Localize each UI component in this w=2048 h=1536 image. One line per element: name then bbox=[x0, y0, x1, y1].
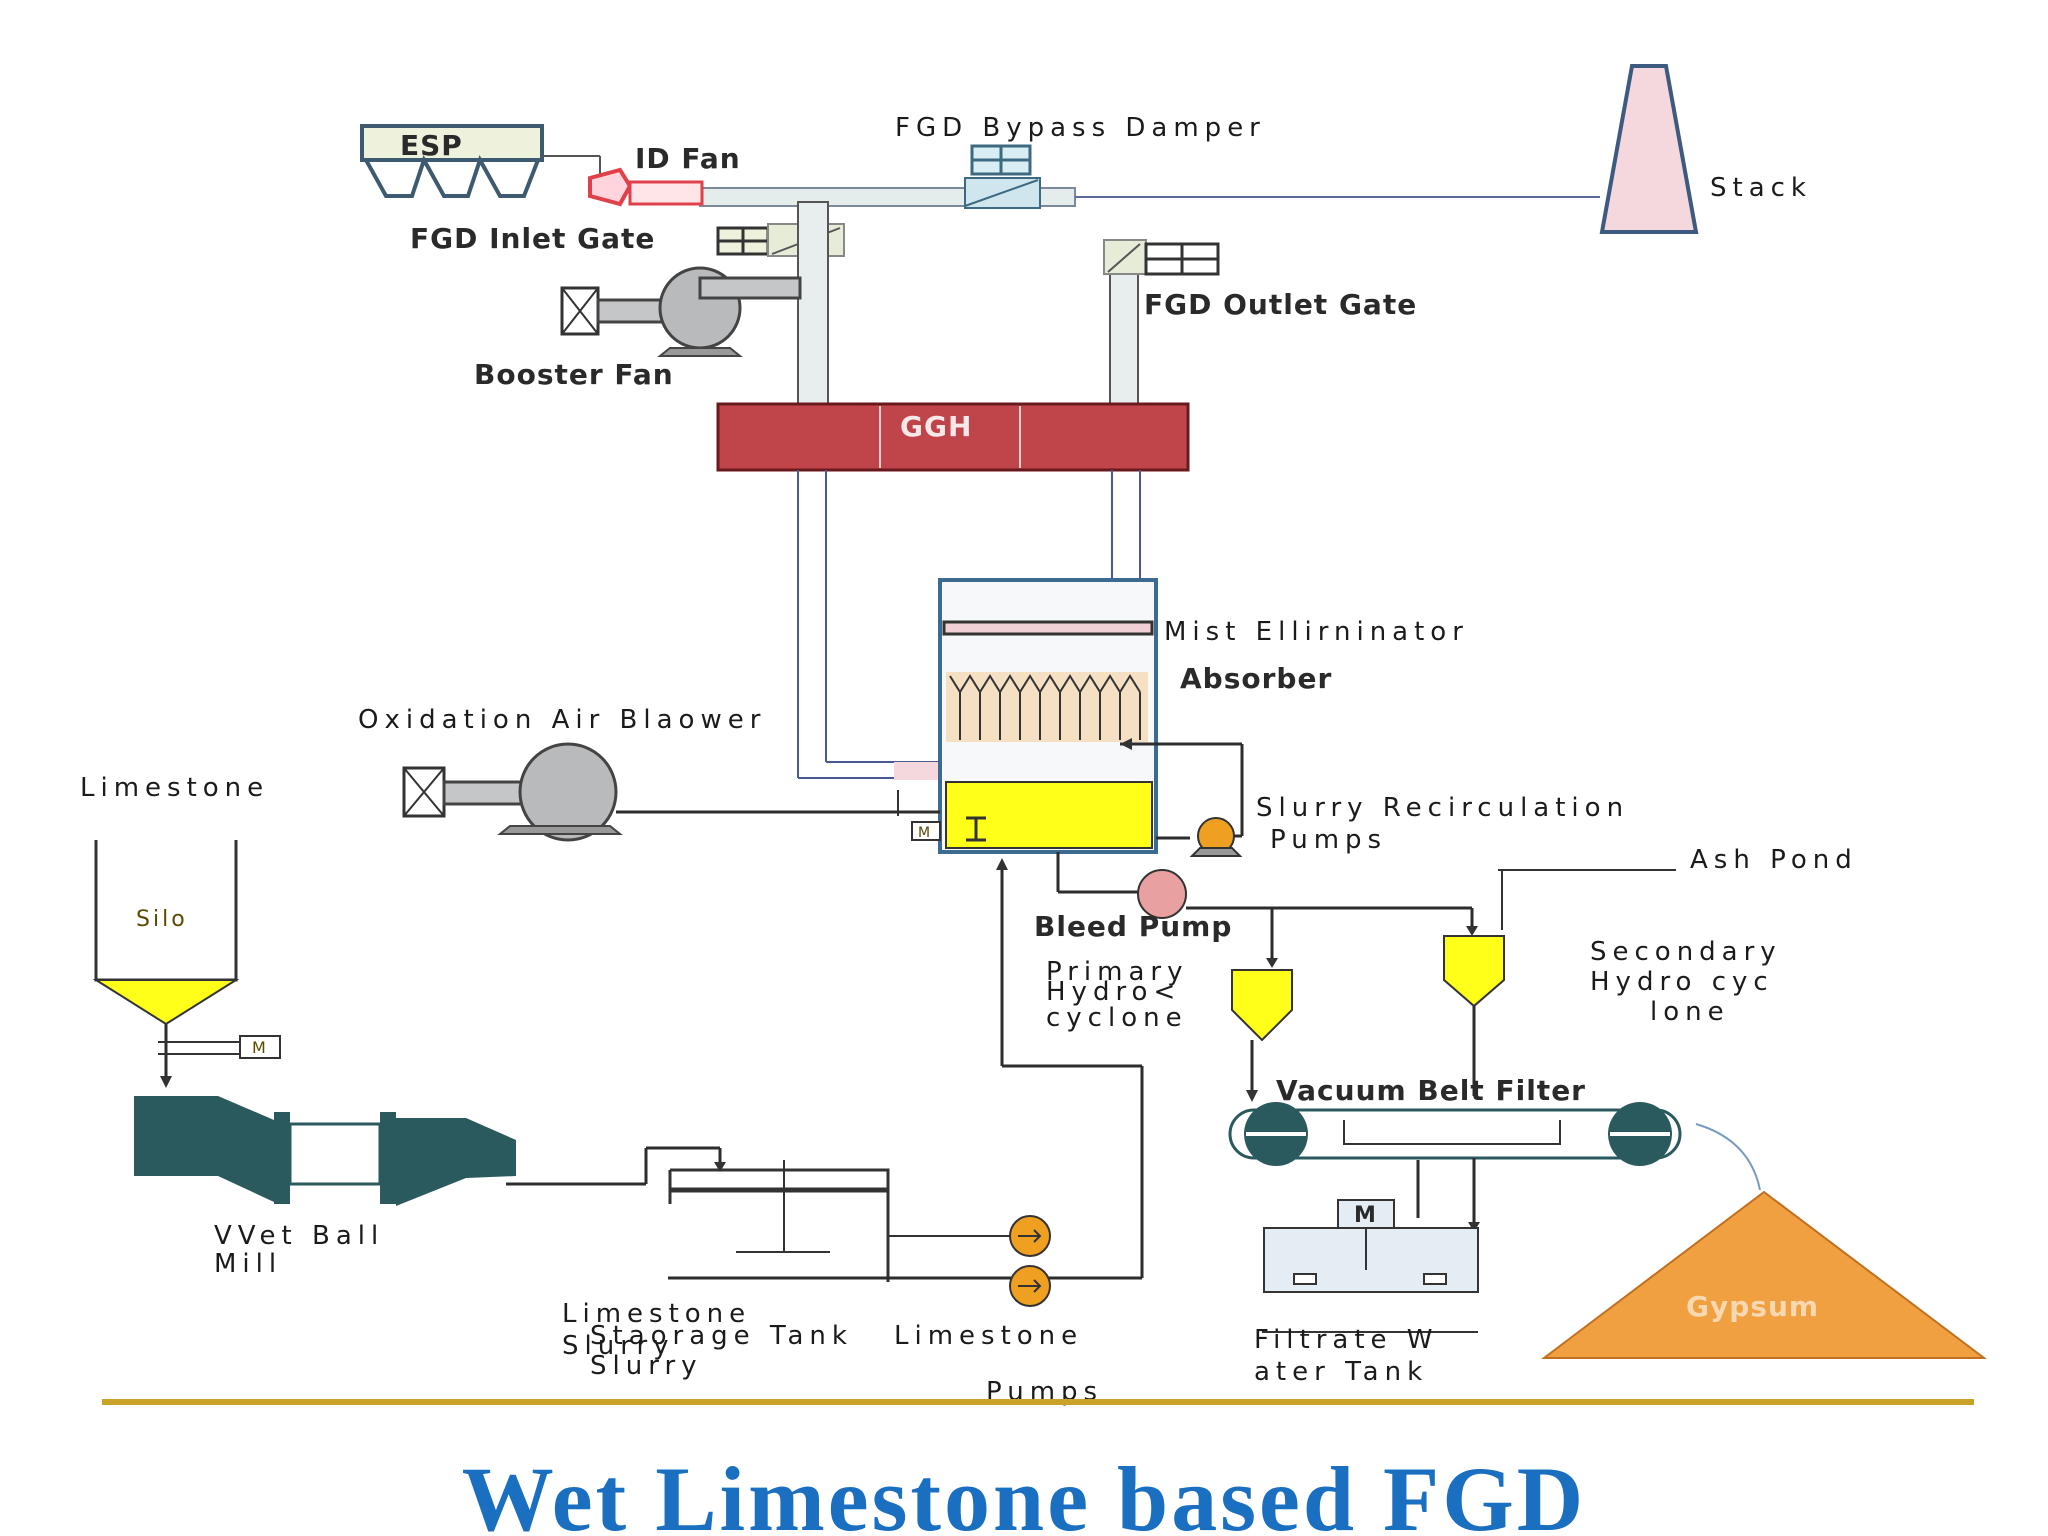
id-fan: ID Fan bbox=[588, 142, 741, 207]
stack-label: Stack bbox=[1710, 173, 1812, 203]
gypsum-pile: Gypsum bbox=[1541, 1190, 1987, 1359]
limestone-label: Limestone bbox=[80, 773, 269, 803]
silo-label: Silo bbox=[136, 907, 188, 932]
booster-fan-label: Booster Fan bbox=[474, 358, 674, 391]
esp-unit: ESP bbox=[360, 124, 601, 198]
filtrate-label-2: ater Tank bbox=[1254, 1357, 1428, 1387]
absorber-agitator: M bbox=[897, 790, 986, 842]
secondary-label-2: Hydro cyc bbox=[1590, 967, 1774, 997]
primary-hydrocyclone: Primary Hydro< cyclone bbox=[1046, 957, 1293, 1102]
main-flue-duct bbox=[699, 187, 1600, 207]
ash-pond-label: Ash Pond bbox=[1690, 845, 1858, 875]
stack: Stack bbox=[1599, 64, 1812, 234]
mill-to-storage-line bbox=[506, 1146, 726, 1186]
primary-label-1: Primary bbox=[1046, 957, 1188, 987]
absorber-label: Absorber bbox=[1180, 662, 1332, 695]
diagram-title: Wet Limestone based FGD bbox=[462, 1448, 1586, 1536]
inlet-gate-label: FGD Inlet Gate bbox=[410, 222, 655, 255]
wet-ball-mill: VVet Ball Mill bbox=[134, 1096, 516, 1279]
ash-pond: Ash Pond bbox=[1498, 845, 1858, 930]
limestone-storage-tank: Limestone Staorage Tank Slurry Slurry bbox=[562, 1160, 1142, 1381]
oxidation-blower-label: Oxidation Air Blaower bbox=[358, 705, 766, 735]
silo-motor-label: M bbox=[252, 1038, 266, 1057]
inlet-gate: FGD Inlet Gate bbox=[410, 222, 845, 257]
outlet-gate: FGD Outlet Gate bbox=[1103, 239, 1417, 321]
ggh-heat-exchanger: GGH bbox=[716, 402, 1190, 472]
slurry-pumps-label-1: Slurry Recirculation bbox=[1256, 793, 1629, 823]
storage-label-2: Staorage Tank bbox=[590, 1321, 853, 1351]
mist-eliminator-label: Mist Ellirninator bbox=[1164, 617, 1469, 647]
limestone-silo: Limestone Silo M bbox=[80, 773, 281, 1088]
outlet-gate-label: FGD Outlet Gate bbox=[1144, 288, 1417, 321]
filtrate-label-1: Filtrate W bbox=[1254, 1325, 1439, 1355]
secondary-hydrocyclone: Secondary Hydro cyc lone bbox=[1443, 935, 1782, 1096]
primary-label-3: cyclone bbox=[1046, 1003, 1188, 1033]
slurry-recirculation-pumps: Slurry Recirculation Pumps bbox=[1120, 738, 1629, 857]
id-fan-label: ID Fan bbox=[635, 142, 741, 175]
slurry-pumps-label-2: Pumps bbox=[1270, 825, 1387, 855]
vacuum-belt-label: Vacuum Belt Filter bbox=[1276, 1074, 1586, 1107]
storage-label-3: Slurry bbox=[562, 1331, 675, 1361]
primary-label-2: Hydro< bbox=[1046, 977, 1181, 1007]
ggh-label: GGH bbox=[900, 410, 972, 443]
secondary-label-3: lone bbox=[1650, 997, 1730, 1027]
booster-fan: Booster Fan bbox=[474, 266, 802, 391]
esp-label: ESP bbox=[400, 129, 463, 162]
storage-label-1: Limestone bbox=[562, 1299, 751, 1329]
filtrate-motor-label: M bbox=[1354, 1203, 1377, 1228]
bleed-pump-label: Bleed Pump bbox=[1034, 910, 1232, 943]
agitator-motor-label: M bbox=[918, 825, 930, 841]
wet-ball-label-1: VVet Ball bbox=[214, 1221, 384, 1251]
ls-pumps-label-1: Limestone bbox=[894, 1321, 1083, 1351]
inlet-duct bbox=[797, 201, 829, 407]
gypsum-label: Gypsum bbox=[1686, 1290, 1819, 1323]
wet-ball-label-2: Mill bbox=[214, 1249, 282, 1279]
secondary-label-1: Secondary bbox=[1590, 937, 1782, 967]
storage-label-4: Slurry bbox=[590, 1351, 703, 1381]
bypass-damper: FGD Bypass Damper bbox=[895, 113, 1266, 209]
oxidation-air-blower: Oxidation Air Blaower bbox=[358, 705, 940, 842]
absorber-gas-lines bbox=[797, 470, 1141, 780]
bypass-damper-label: FGD Bypass Damper bbox=[895, 113, 1266, 143]
filtrate-water-tank: M Filtrate W ater Tank bbox=[1254, 1158, 1480, 1387]
vacuum-belt-filter: Vacuum Belt Filter bbox=[1228, 1074, 1761, 1191]
absorber: Mist Ellirninator Absorber bbox=[938, 578, 1469, 854]
bleed-pump: Bleed Pump bbox=[1034, 852, 1478, 968]
